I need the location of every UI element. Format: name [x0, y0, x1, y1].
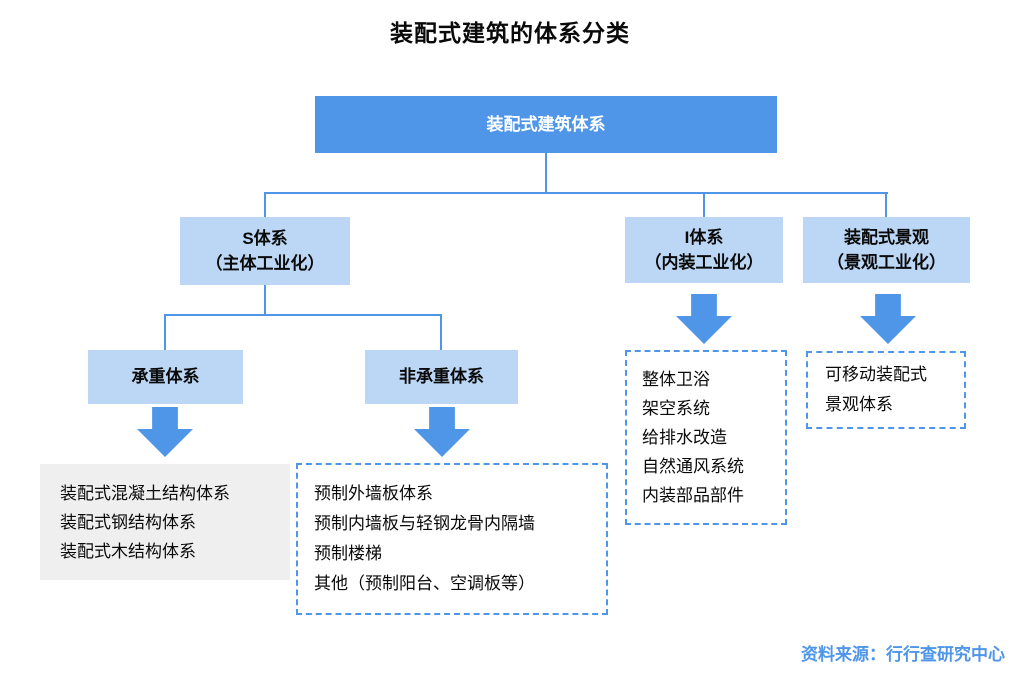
node-s-system: S体系 （主体工业化）	[180, 217, 350, 285]
list-item: 内装部品部件	[642, 486, 744, 505]
list-item: 自然通风系统	[642, 457, 744, 476]
list-item: 装配式混凝土结构体系	[60, 483, 230, 503]
node-non-load-bearing-label: 非承重体系	[399, 367, 484, 387]
node-i-system: I体系 （内装工业化）	[625, 217, 783, 283]
leaf-box-load-bearing: 装配式混凝土结构体系 装配式钢结构体系 装配式木结构体系	[40, 464, 290, 580]
down-arrow-non-load-bearing	[414, 407, 470, 457]
list-item: 整体卫浴	[642, 370, 710, 389]
source-note: 资料来源：行行查研究中心	[801, 645, 1005, 664]
node-root: 装配式建筑体系	[315, 96, 777, 153]
connector-stub-s-system	[264, 192, 266, 217]
node-root-label: 装配式建筑体系	[486, 114, 606, 134]
node-s-system-sublabel: （主体工业化）	[205, 254, 325, 273]
down-arrow-i-system	[676, 294, 732, 344]
list-item: 预制外墙板体系	[314, 484, 433, 503]
node-i-system-label: I体系	[684, 227, 724, 247]
node-non-load-bearing: 非承重体系	[365, 350, 518, 404]
connector-stub-i-system	[703, 192, 705, 217]
down-arrow-load-bearing	[137, 407, 193, 457]
connector-stub-load-bearing	[164, 314, 166, 350]
list-item: 其他（预制阳台、空调板等）	[314, 574, 535, 593]
list-item: 装配式钢结构体系	[60, 512, 196, 532]
node-s-system-label: S体系	[242, 228, 288, 248]
node-i-system-sublabel: （内装工业化）	[644, 253, 764, 272]
connector-root-stem	[545, 153, 547, 193]
connector-stub-non-load-bearing	[440, 314, 442, 350]
down-arrow-landscape	[860, 294, 916, 344]
node-landscape-sublabel: （景观工业化）	[827, 253, 946, 272]
diagram-title: 装配式建筑的体系分类	[390, 20, 630, 46]
leaf-box-non-load-bearing: 预制外墙板体系 预制内墙板与轻钢龙骨内隔墙 预制楼梯 其他（预制阳台、空调板等）	[296, 463, 608, 615]
list-item: 给排水改造	[642, 428, 727, 447]
node-load-bearing-label: 承重体系	[131, 367, 200, 387]
node-landscape-label: 装配式景观	[844, 227, 929, 247]
leaf-box-i-system: 整体卫浴 架空系统 给排水改造 自然通风系统 内装部品部件	[625, 350, 787, 525]
list-item: 架空系统	[642, 399, 710, 418]
list-item: 装配式木结构体系	[60, 541, 196, 561]
list-item: 预制楼梯	[314, 544, 382, 563]
connector-level3-horizontal	[164, 314, 442, 316]
list-item: 预制内墙板与轻钢龙骨内隔墙	[314, 514, 535, 533]
connector-level2-horizontal	[264, 192, 888, 194]
connector-stub-landscape	[885, 192, 887, 217]
node-load-bearing: 承重体系	[88, 350, 243, 404]
connector-s-stem	[264, 285, 266, 316]
node-landscape: 装配式景观 （景观工业化）	[803, 217, 970, 283]
list-item: 可移动装配式	[825, 365, 927, 384]
list-item: 景观体系	[825, 395, 893, 414]
leaf-box-landscape: 可移动装配式 景观体系	[806, 351, 966, 429]
